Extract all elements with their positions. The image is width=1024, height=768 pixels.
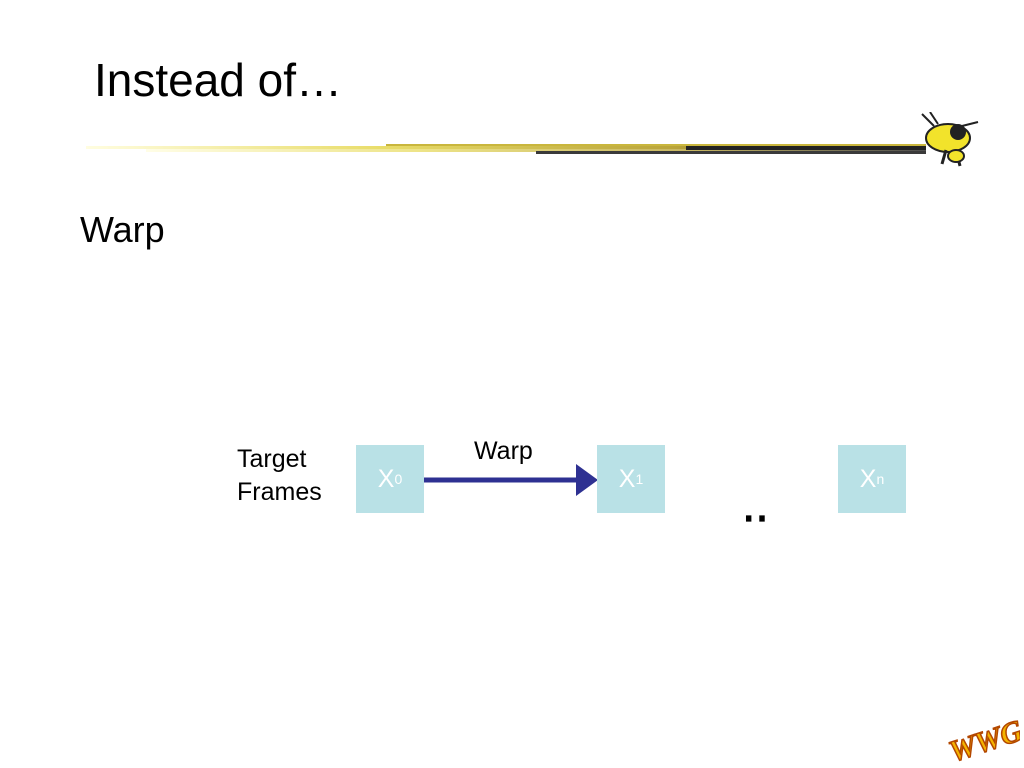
title-underline-decoration bbox=[86, 144, 926, 154]
frame-xn-sub: n bbox=[876, 471, 885, 487]
frame-x1-base: X bbox=[618, 464, 636, 493]
frame-x1-sub: 1 bbox=[635, 471, 644, 487]
svg-text:WWG: WWG bbox=[945, 716, 1020, 766]
wwg-logo-icon: WWG bbox=[944, 716, 1020, 766]
slide-title: Instead of… bbox=[94, 54, 343, 106]
bullet-text: Warp bbox=[80, 209, 165, 250]
warp-arrow-icon bbox=[424, 464, 598, 496]
row-label-line2: Frames bbox=[237, 478, 322, 506]
frame-x0-sub: 0 bbox=[394, 471, 403, 487]
frame-x0-base: X bbox=[377, 464, 395, 493]
ellipsis-dots: ‥ bbox=[742, 486, 769, 530]
target-frames-label: Target Frames bbox=[237, 443, 322, 509]
row-label-line1: Target bbox=[237, 445, 307, 473]
yellow-jacket-mascot-icon bbox=[921, 112, 979, 167]
warp-arrow-label: Warp bbox=[474, 437, 533, 465]
frame-xn-base: X bbox=[859, 464, 877, 493]
